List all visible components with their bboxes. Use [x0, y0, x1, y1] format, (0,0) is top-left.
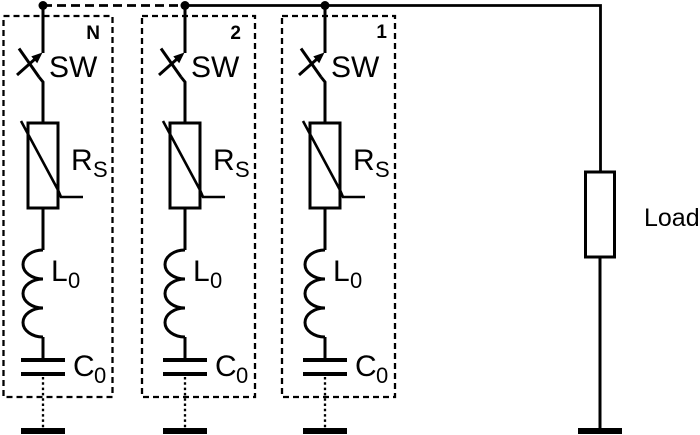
resistor-subscript: S: [375, 157, 390, 182]
switch-label: SW: [191, 51, 240, 84]
resistor-label: R: [353, 144, 375, 177]
junction-dot: [180, 1, 190, 10]
inductor-subscript: 0: [68, 268, 80, 293]
resistor-label: R: [213, 144, 235, 177]
switch-label: SW: [49, 51, 98, 84]
junction-dot: [320, 1, 330, 10]
switch-label: SW: [331, 51, 380, 84]
inductor-label: L: [193, 255, 210, 288]
capacitor-label: C: [215, 350, 237, 383]
module-number-label: 1: [376, 22, 387, 43]
resistor-subscript: S: [235, 157, 250, 182]
inductor-label: L: [333, 255, 350, 288]
module-box-2: [140, 14, 257, 399]
module-number-label: 2: [230, 23, 241, 44]
module-box-N: [2, 14, 114, 399]
top-bus-solid-wire: [185, 4, 602, 172]
module-number-label: N: [86, 23, 100, 44]
inductor-label: L: [51, 255, 68, 288]
capacitor-subscript: 0: [236, 363, 248, 388]
capacitor-label: C: [73, 350, 95, 383]
capacitor-subscript: 0: [94, 363, 106, 388]
junction-dot: [38, 1, 48, 10]
resistor-label: R: [71, 144, 93, 177]
load-label: Load: [644, 204, 700, 232]
inductor-subscript: 0: [350, 268, 362, 293]
capacitor-subscript: 0: [376, 363, 388, 388]
inductor-subscript: 0: [210, 268, 222, 293]
load-resistor-symbol: [584, 170, 616, 259]
capacitor-label: C: [355, 350, 377, 383]
resistor-subscript: S: [93, 157, 108, 182]
module-box-1: [280, 14, 397, 399]
